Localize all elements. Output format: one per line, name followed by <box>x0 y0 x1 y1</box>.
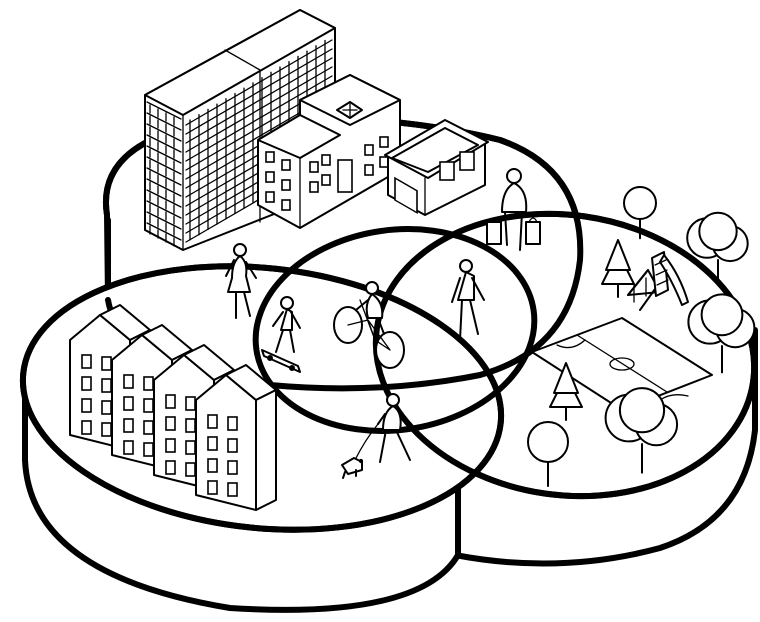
tree <box>601 239 635 298</box>
row-houses <box>69 304 277 511</box>
tree <box>527 421 569 487</box>
skateboarder <box>261 296 301 373</box>
tree <box>604 387 679 474</box>
clinic-building <box>257 74 401 229</box>
tree <box>687 293 756 374</box>
dog <box>341 457 364 479</box>
slide <box>651 251 689 306</box>
house-4 <box>195 364 277 511</box>
walking-man <box>451 259 485 341</box>
dog-walker <box>354 393 411 463</box>
shopper <box>486 168 541 251</box>
cyclist <box>333 281 405 369</box>
tree <box>623 186 657 240</box>
trees <box>527 186 756 487</box>
shop-kiosk <box>384 119 489 216</box>
tree <box>549 362 583 421</box>
sports-court <box>531 317 713 411</box>
walking-woman <box>225 243 257 319</box>
tree <box>686 211 749 286</box>
